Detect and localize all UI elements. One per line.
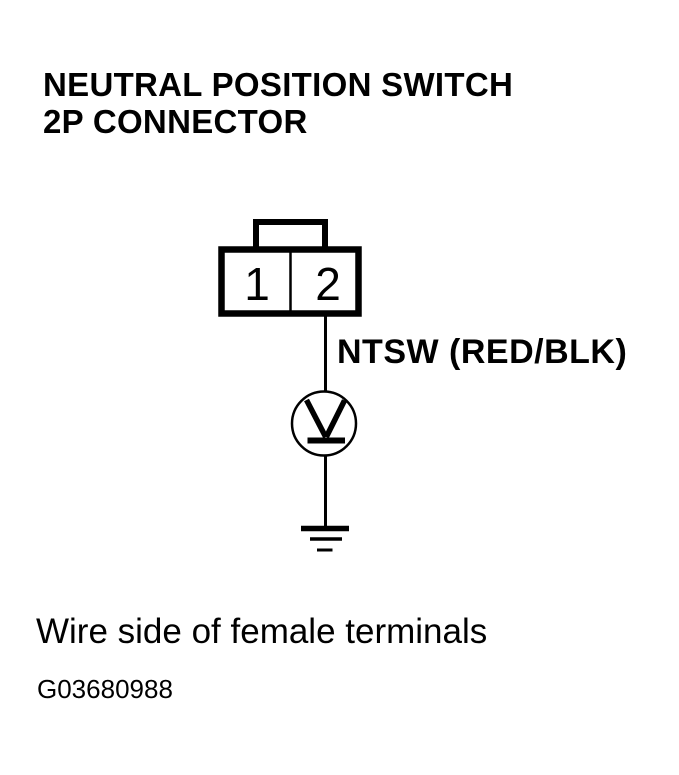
pin-2-number: 2 xyxy=(315,258,341,310)
diagram-title: NEUTRAL POSITION SWITCH 2P CONNECTOR xyxy=(43,66,513,140)
diagram-title-line1: NEUTRAL POSITION SWITCH xyxy=(43,66,514,103)
diagram-title-line2: 2P CONNECTOR xyxy=(43,103,308,140)
figure-id: G03680988 xyxy=(37,674,173,704)
ground-v-left-stroke xyxy=(304,398,329,439)
circled-v-ground-icon xyxy=(290,390,358,457)
wire-label: NTSW (RED/BLK) xyxy=(337,333,627,371)
ground-circle-outline xyxy=(290,390,358,457)
connector-tab-outline xyxy=(253,219,328,250)
ground-v-right-stroke xyxy=(323,399,347,439)
three-bar-earth-ground-icon xyxy=(301,525,349,552)
caption: Wire side of female terminals xyxy=(36,612,488,651)
pin-1-number: 1 xyxy=(244,258,270,310)
